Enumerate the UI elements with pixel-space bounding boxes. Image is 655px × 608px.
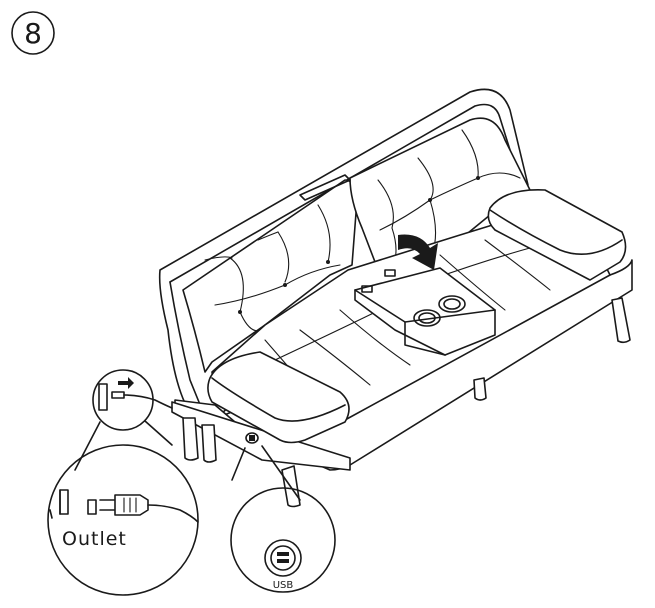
fold-down-arrow-icon [398,234,438,270]
cup-holder-console [354,267,496,356]
sofa-armrests [207,189,627,444]
side-usb-port [245,432,259,444]
outlet-callout: Outlet [47,369,199,596]
step-badge: 8 [11,11,55,55]
step-number: 8 [24,17,42,50]
usb-label: USB [273,580,294,591]
usb-callout: USB [230,445,336,593]
outlet-label: Outlet [62,528,127,550]
